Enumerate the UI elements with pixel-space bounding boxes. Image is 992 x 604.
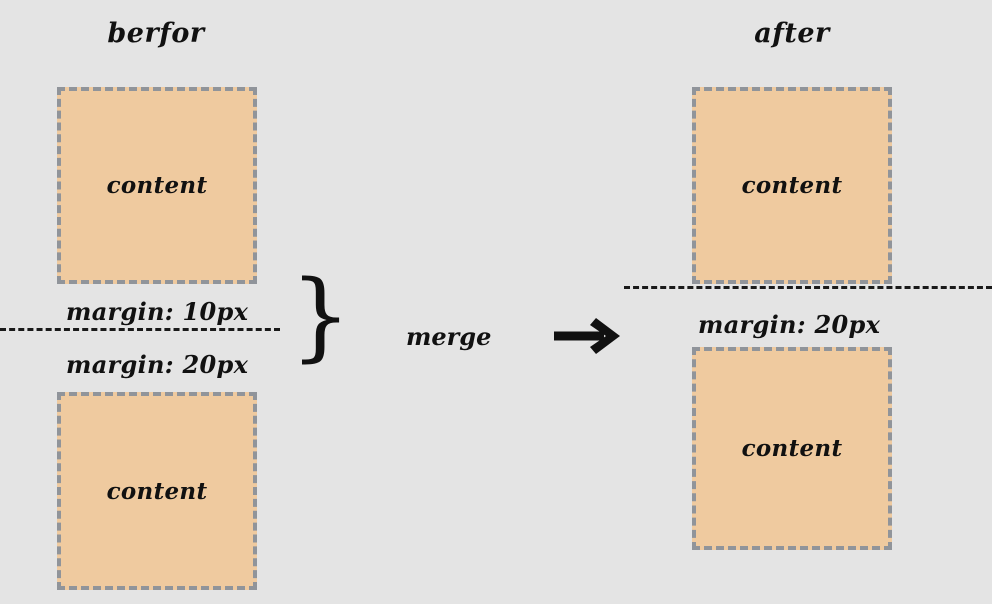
after-content-box-bottom: content [692,347,892,550]
before-margin-bottom-label: margin: 20px [66,350,249,379]
content-label: content [741,172,843,199]
before-title: berfor [107,18,205,49]
content-label: content [106,477,208,505]
content-label: content [106,172,208,199]
before-content-box-bottom: content [57,392,257,590]
curly-brace-icon: } [290,260,352,372]
before-margin-divider-line [0,328,280,331]
after-margin-label: margin: 20px [698,310,881,339]
after-title: after [754,18,830,49]
arrow-right-icon [552,316,624,360]
before-margin-top-label: margin: 10px [66,297,249,326]
merge-label: merge [406,322,492,351]
before-content-box-top: content [57,87,257,284]
content-label: content [741,435,843,462]
after-margin-divider-line [624,286,992,289]
after-content-box-top: content [692,87,892,284]
